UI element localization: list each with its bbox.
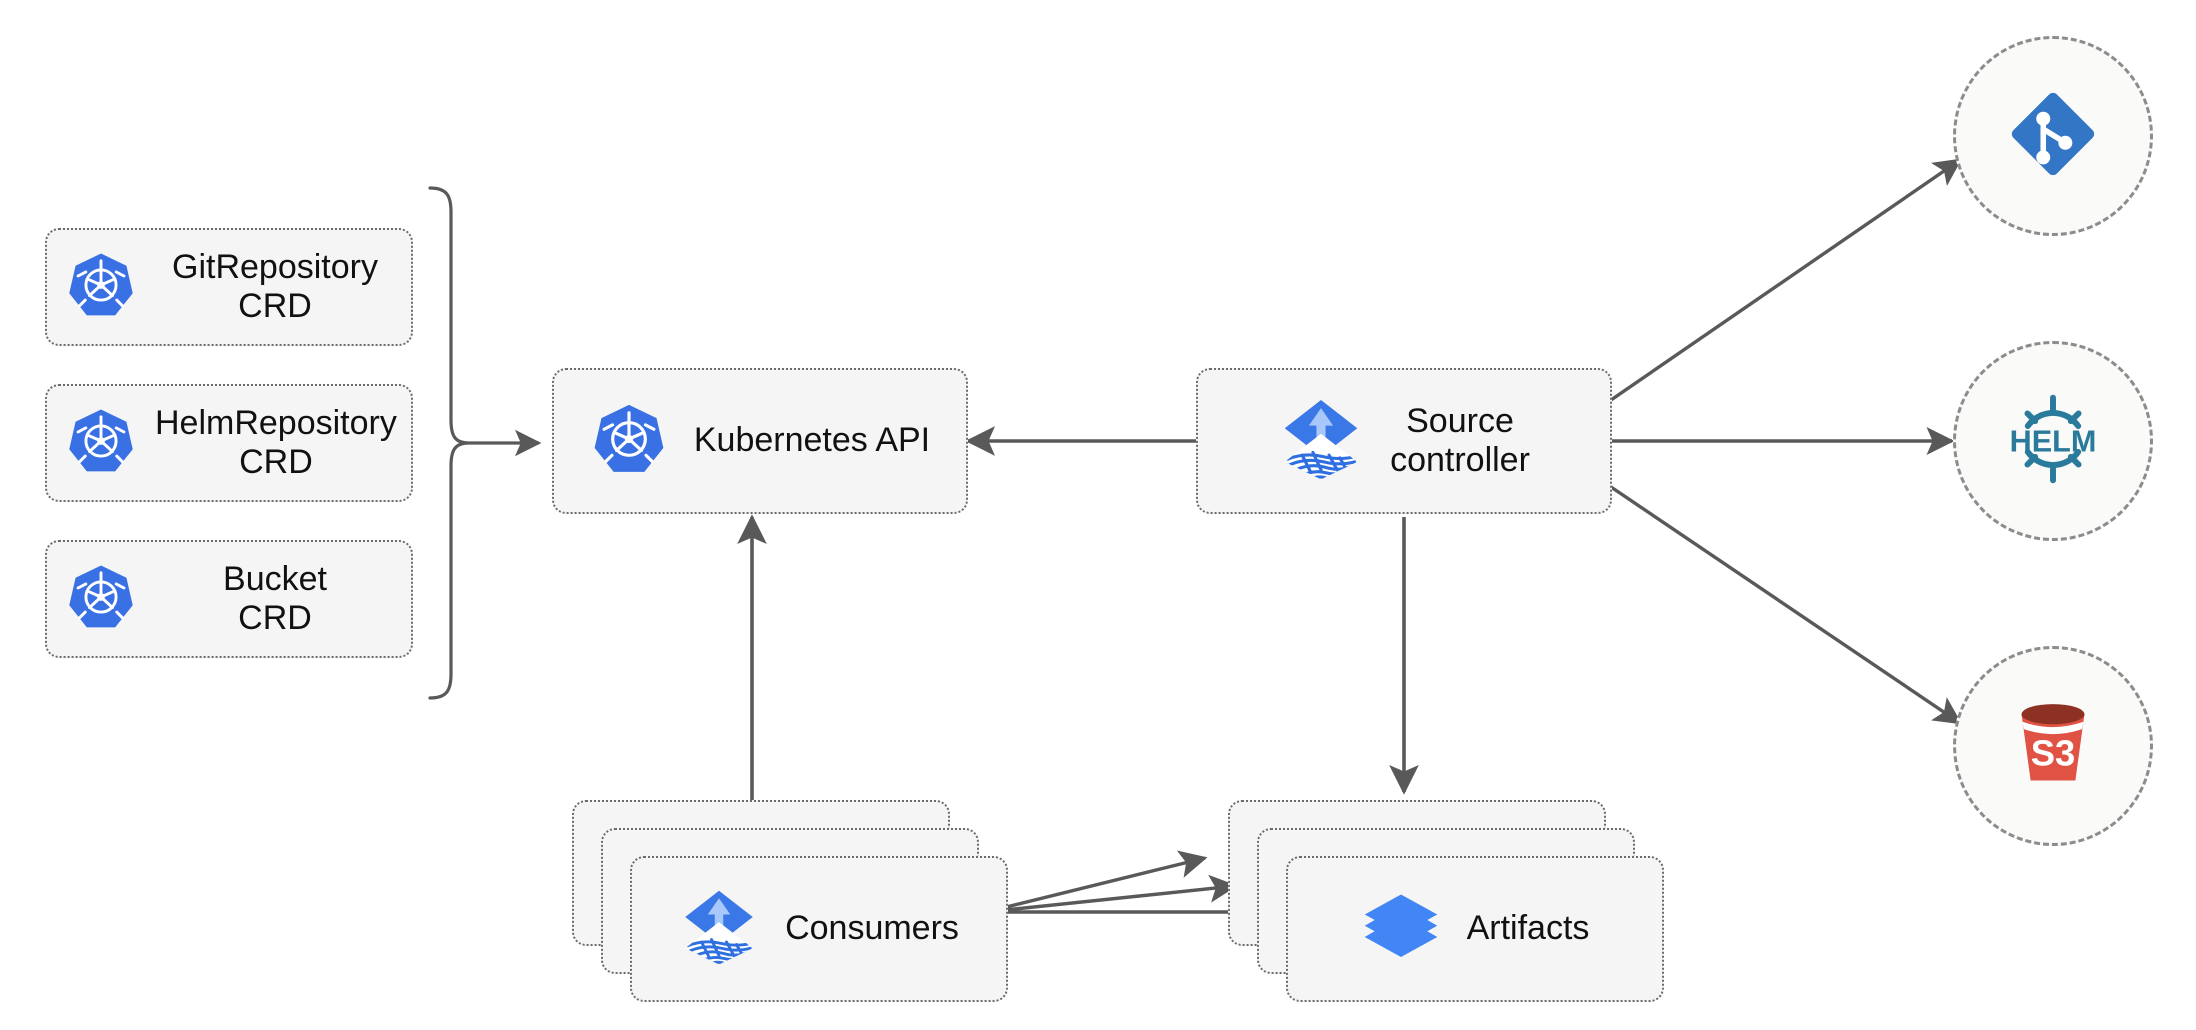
edge-consumers-to-artifacts-1 bbox=[985, 850, 1208, 914]
consumers-label: Consumers bbox=[785, 909, 959, 948]
artifacts-label: Artifacts bbox=[1466, 909, 1590, 948]
s3-endpoint-node[interactable]: S3 bbox=[1953, 646, 2153, 846]
crd-card-gitrepository[interactable]: GitRepository CRD bbox=[45, 228, 413, 346]
helm-endpoint-node[interactable]: HELM bbox=[1953, 341, 2153, 541]
edge-source-controller-to-git bbox=[1610, 158, 1963, 402]
crd-card-label: HelmRepository CRD bbox=[155, 403, 397, 481]
kubernetes-icon bbox=[590, 400, 668, 483]
source-controller-node[interactable]: Source controller bbox=[1196, 368, 1612, 514]
git-icon bbox=[2001, 82, 2105, 191]
helm-icon: HELM bbox=[1997, 383, 2109, 500]
source-controller-label: Source controller bbox=[1390, 401, 1530, 479]
flux-icon bbox=[1278, 396, 1364, 487]
kubernetes-api-label: Kubernetes API bbox=[693, 421, 931, 460]
crd-group-bracket bbox=[428, 186, 470, 700]
artifacts-stack-layer-front[interactable]: Artifacts bbox=[1286, 856, 1664, 1002]
flux-icon bbox=[679, 887, 759, 972]
kubernetes-icon bbox=[65, 561, 137, 638]
crd-card-helmrepository[interactable]: HelmRepository CRD bbox=[45, 384, 413, 502]
artifacts-node[interactable]: Artifacts bbox=[1228, 800, 1664, 1002]
kubernetes-api-node[interactable]: Kubernetes API bbox=[552, 368, 968, 514]
s3-bucket-icon: S3 bbox=[2000, 691, 2106, 802]
crd-card-bucket[interactable]: Bucket CRD bbox=[45, 540, 413, 658]
crd-card-label: Bucket CRD bbox=[223, 559, 327, 637]
s3-wordmark: S3 bbox=[2031, 732, 2076, 773]
kubernetes-icon bbox=[65, 405, 137, 482]
git-endpoint-node[interactable] bbox=[1953, 36, 2153, 236]
edge-source-controller-to-s3 bbox=[1610, 485, 1963, 725]
consumers-stack-layer-front[interactable]: Consumers bbox=[630, 856, 1008, 1002]
layers-icon bbox=[1361, 887, 1441, 972]
crd-card-label: GitRepository CRD bbox=[172, 247, 378, 325]
helm-wordmark: HELM bbox=[2010, 424, 2097, 458]
edge-consumers-to-artifacts-2 bbox=[985, 874, 1238, 914]
consumers-node[interactable]: Consumers bbox=[572, 800, 1008, 1002]
kubernetes-icon bbox=[65, 249, 137, 326]
